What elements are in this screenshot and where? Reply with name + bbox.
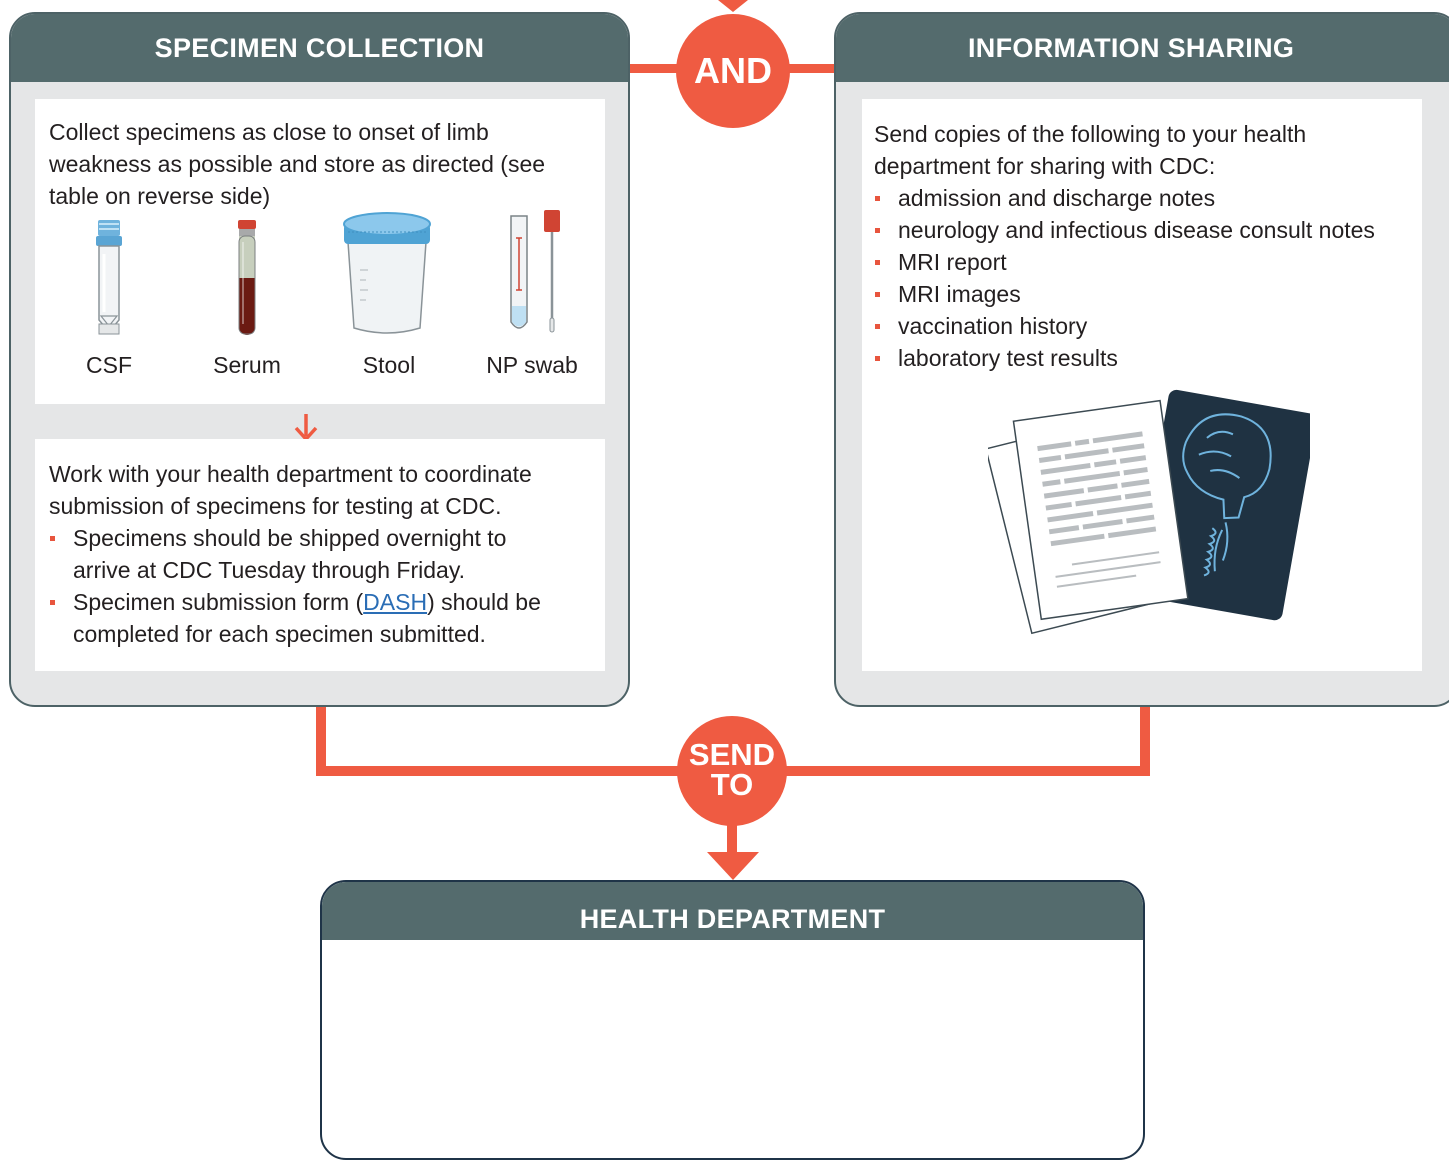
documents-mri-illustration — [988, 389, 1310, 635]
coordinate-submission-text: Work with your health department to coor… — [49, 461, 532, 519]
and-badge: AND — [676, 14, 790, 128]
submission-form-bullet: Specimen submission form (DASH) should b… — [49, 586, 569, 650]
info-item-admission-notes: admission and discharge notes — [874, 182, 1422, 214]
information-sharing-title: INFORMATION SHARING — [836, 14, 1449, 82]
np-swab-label: NP swab — [486, 352, 578, 378]
specimen-bullets: Specimens should be shipped overnight to… — [49, 522, 569, 650]
to-label: TO — [710, 767, 754, 802]
info-item-consult-notes: neurology and infectious disease consult… — [874, 214, 1422, 246]
information-sharing-panel: INFORMATION SHARING Send copies of the f… — [834, 12, 1449, 707]
info-item-mri-images: MRI images — [874, 278, 1422, 310]
csf-label: CSF — [86, 352, 132, 378]
information-items: admission and discharge notes neurology … — [874, 182, 1422, 374]
info-item-mri-report: MRI report — [874, 246, 1422, 278]
specimen-collection-panel: SPECIMEN COLLECTION Collect specimens as… — [9, 12, 630, 707]
csf-tube-icon — [96, 220, 122, 335]
send-line-left-vertical — [316, 700, 326, 776]
serum-tube-icon — [238, 220, 256, 335]
np-swab-icon — [510, 210, 560, 333]
health-department-panel: HEALTH DEPARTMENT — [320, 880, 1145, 1160]
information-sharing-intro: Send copies of the following to your hea… — [874, 121, 1307, 179]
info-item-lab-results: laboratory test results — [874, 342, 1422, 374]
collect-specimens-card: Collect specimens as close to onset of l… — [35, 99, 605, 404]
coordinate-submission-card: Work with your health department to coor… — [35, 439, 605, 671]
health-department-title: HEALTH DEPARTMENT — [322, 882, 1143, 940]
info-item-vaccination-history: vaccination history — [874, 310, 1422, 342]
stool-label: Stool — [362, 352, 416, 378]
collect-specimens-text: Collect specimens as close to onset of l… — [49, 119, 546, 209]
serum-label: Serum — [213, 352, 281, 378]
send-to-badge: SEND TO — [677, 716, 787, 826]
information-sharing-card: Send copies of the following to your hea… — [862, 99, 1422, 671]
stool-container-icon — [343, 212, 431, 334]
send-label: SEND — [688, 737, 776, 772]
shipping-bullet: Specimens should be shipped overnight to… — [49, 522, 569, 586]
send-line-down — [727, 800, 737, 858]
dash-link[interactable]: DASH — [363, 589, 428, 615]
specimen-collection-title: SPECIMEN COLLECTION — [11, 14, 628, 82]
and-label: AND — [694, 50, 772, 91]
send-line-right-vertical — [1140, 700, 1150, 776]
